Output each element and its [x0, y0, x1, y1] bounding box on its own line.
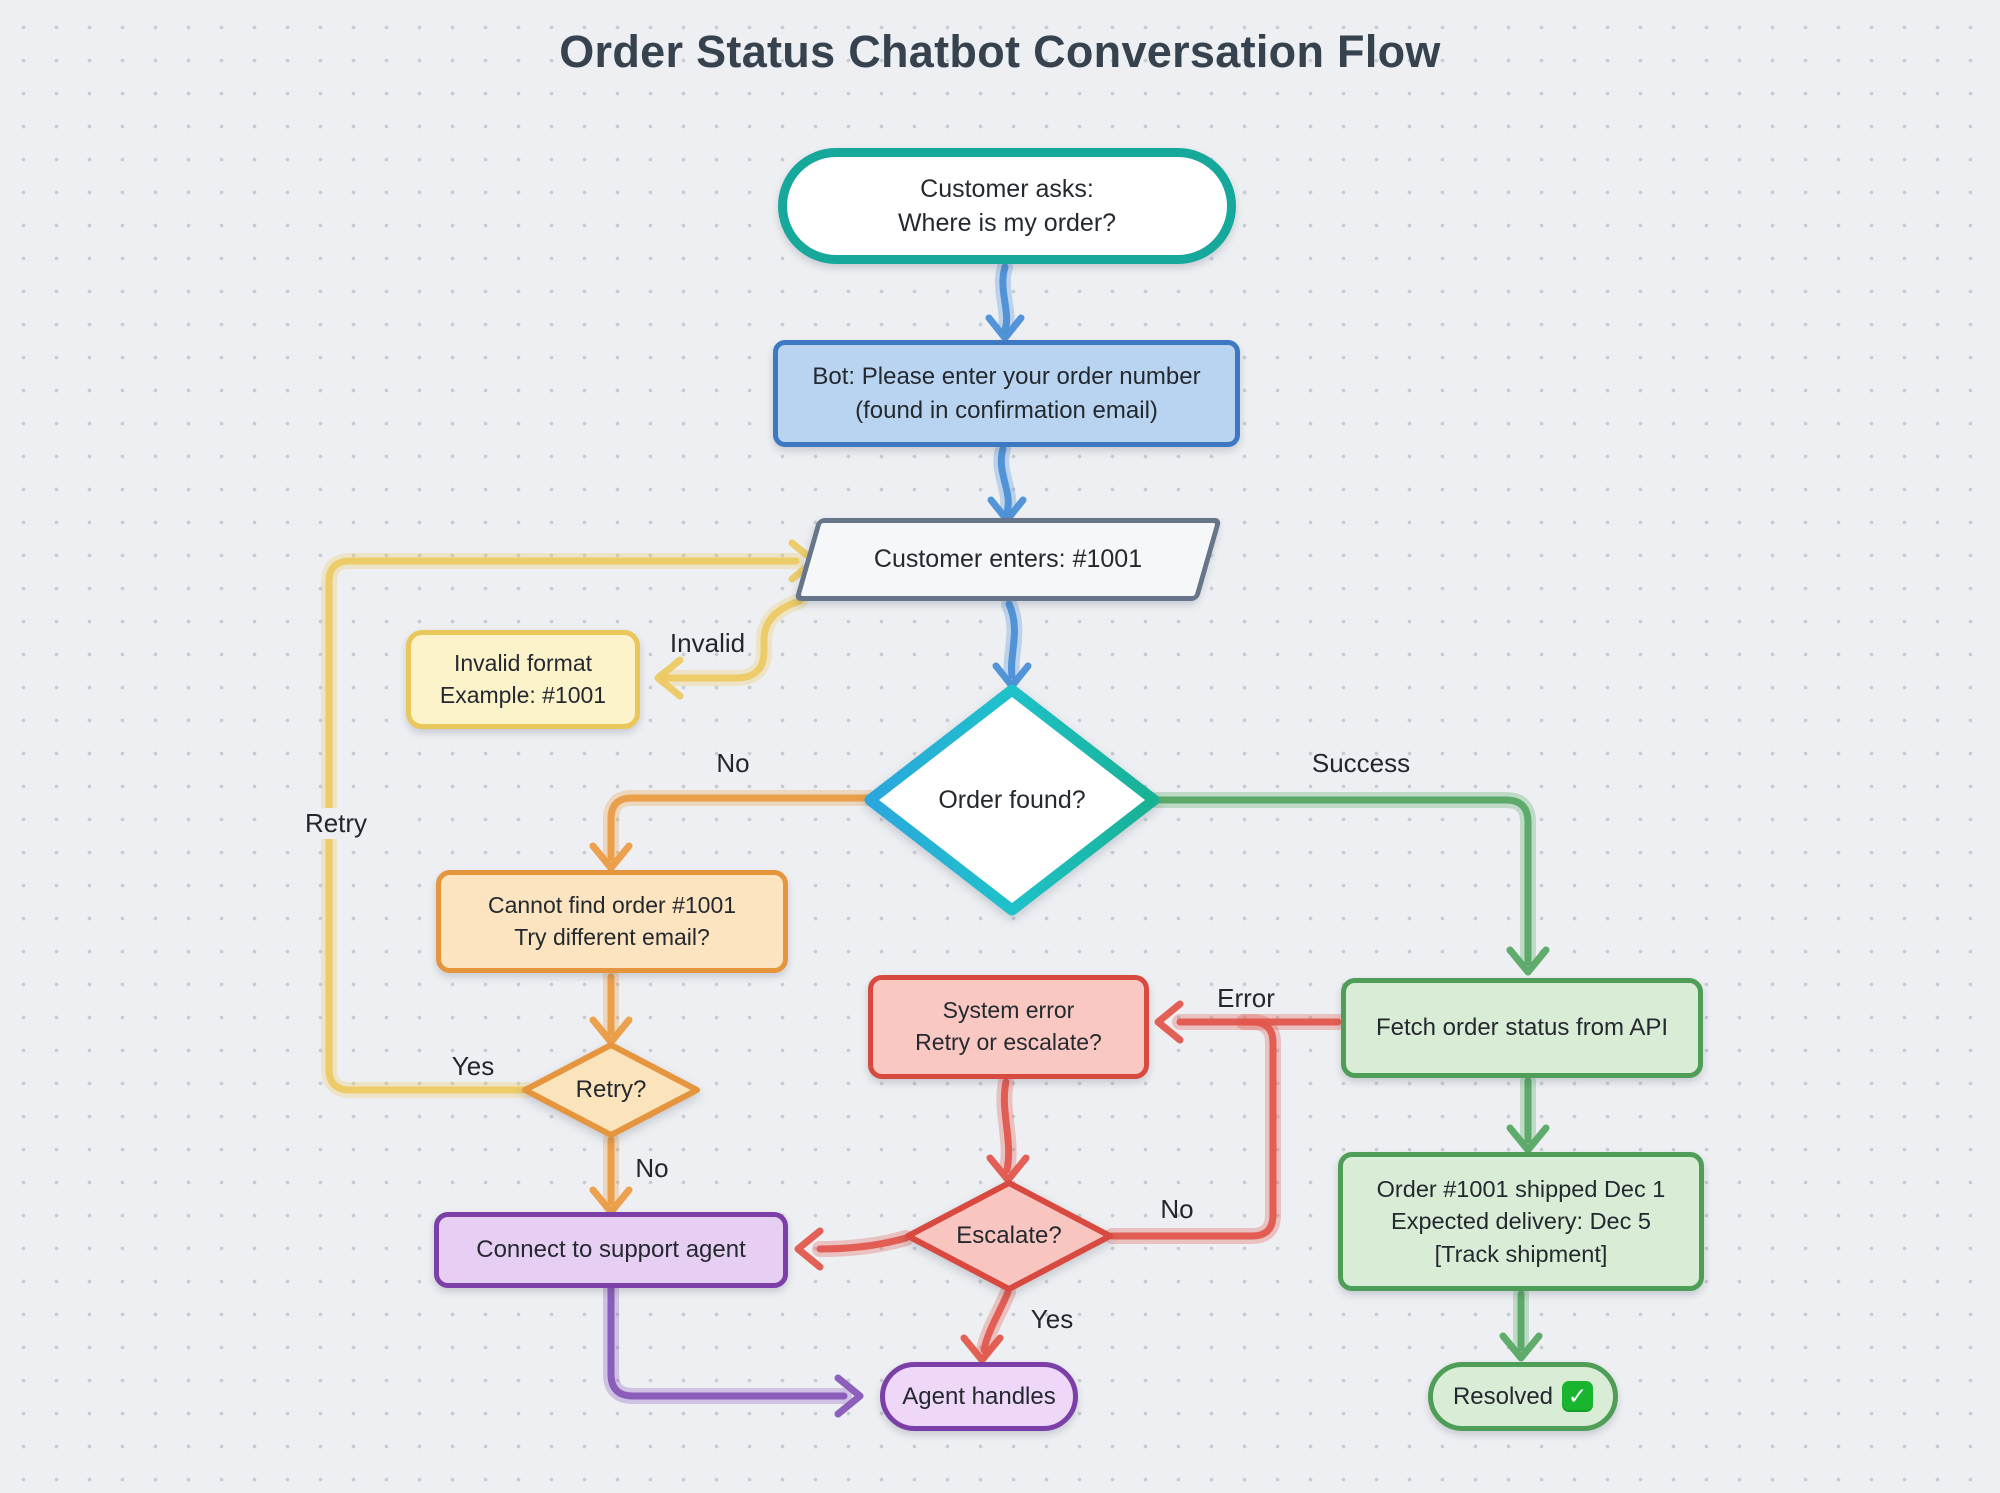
edge-fetch-to-result — [1506, 1081, 1550, 1154]
retry-diamond-shape — [522, 1042, 700, 1138]
node-system-error-line2: Retry or escalate? — [915, 1029, 1102, 1055]
edge-bot-to-input — [987, 449, 1027, 524]
edge-error — [1154, 1000, 1338, 1044]
node-resolved-text: Resolved — [1452, 1382, 1554, 1410]
edge-success — [1156, 800, 1550, 976]
node-resolved[interactable]: Resolved ✓ — [1428, 1362, 1618, 1431]
node-start-line2: Where is my order? — [897, 209, 1117, 237]
node-order-result-line1: Order #1001 shipped Dec 1 — [1376, 1175, 1666, 1202]
node-bot-prompt-line1: Bot: Please enter your order number — [812, 363, 1201, 391]
node-cannot-find[interactable]: Cannot find order #1001 Try different em… — [436, 870, 788, 973]
label-escalate-yes: Yes — [1030, 1304, 1074, 1334]
node-escalate-question-text: Escalate? — [956, 1222, 1062, 1249]
label-escalate-no: No — [1160, 1194, 1194, 1224]
edge-orderfound-no — [589, 798, 870, 872]
node-bot-prompt-line2: (found in confirmation email) — [855, 396, 1158, 424]
node-escalate-question[interactable]: Escalate? — [903, 1178, 1115, 1294]
node-cannot-find-line1: Cannot find order #1001 — [487, 891, 737, 918]
node-fetch-api[interactable]: Fetch order status from API — [1341, 978, 1703, 1078]
edge-invalid — [654, 601, 800, 700]
page-title: Order Status Chatbot Conversation Flow — [559, 26, 1441, 77]
node-connect-agent[interactable]: Connect to support agent — [434, 1212, 788, 1288]
edge-systemerror-to-escalate — [986, 1082, 1030, 1184]
node-start-line1: Customer asks: — [920, 174, 1094, 203]
label-not-found-no: No — [716, 748, 750, 778]
edge-connect-to-agenthandles — [611, 1289, 864, 1418]
label-retry-yes: Yes — [451, 1051, 495, 1081]
node-agent-handles[interactable]: Agent handles — [880, 1362, 1078, 1431]
node-system-error[interactable]: System error Retry or escalate? — [868, 975, 1149, 1079]
edge-input-to-orderfound — [992, 604, 1032, 690]
node-connect-agent-text: Connect to support agent — [476, 1236, 746, 1264]
node-invalid-format-line1: Invalid format — [453, 649, 593, 676]
label-retry: Retry — [276, 808, 396, 839]
node-system-error-line1: System error — [942, 997, 1075, 1024]
order-found-diamond-shape — [864, 684, 1160, 916]
node-customer-input[interactable]: Customer enters: #1001 — [790, 518, 1226, 601]
node-cannot-find-line2: Try different email? — [514, 923, 710, 950]
node-order-found-text: Order found? — [938, 785, 1086, 814]
resolved-check-icon: ✓ — [1562, 1381, 1594, 1412]
node-retry-question[interactable]: Retry? — [520, 1040, 702, 1140]
node-fetch-api-text: Fetch order status from API — [1375, 1014, 1669, 1042]
edge-escalate-to-agent-box — [794, 1227, 906, 1271]
node-customer-input-text: Customer enters: #1001 — [873, 545, 1143, 573]
node-start[interactable]: Customer asks: Where is my order? — [778, 148, 1236, 264]
node-order-result-line3: [Track shipment] — [1434, 1240, 1608, 1267]
label-retry-no: No — [635, 1153, 669, 1183]
node-invalid-format[interactable]: Invalid format Example: #1001 — [406, 630, 640, 729]
node-bot-prompt[interactable]: Bot: Please enter your order number (fou… — [773, 340, 1240, 447]
edge-retry-loop — [329, 539, 818, 1090]
label-error: Error — [1217, 983, 1275, 1013]
node-order-found[interactable]: Order found? — [862, 682, 1162, 918]
node-retry-question-text: Retry? — [575, 1076, 647, 1103]
edge-result-to-resolved — [1499, 1294, 1543, 1362]
node-invalid-format-line2: Example: #1001 — [439, 681, 607, 708]
label-invalid: Invalid — [669, 628, 746, 658]
edge-escalate-yes — [960, 1292, 1008, 1364]
label-success: Success — [1311, 748, 1411, 778]
escalate-diamond-shape — [905, 1180, 1113, 1292]
node-agent-handles-text: Agent handles — [902, 1382, 1056, 1410]
node-order-result-line2: Expected delivery: Dec 5 — [1391, 1208, 1651, 1235]
edge-start-to-bot — [985, 267, 1025, 342]
edge-cannotfind-to-retry — [589, 977, 633, 1046]
node-order-result[interactable]: Order #1001 shipped Dec 1 Expected deliv… — [1338, 1152, 1704, 1291]
